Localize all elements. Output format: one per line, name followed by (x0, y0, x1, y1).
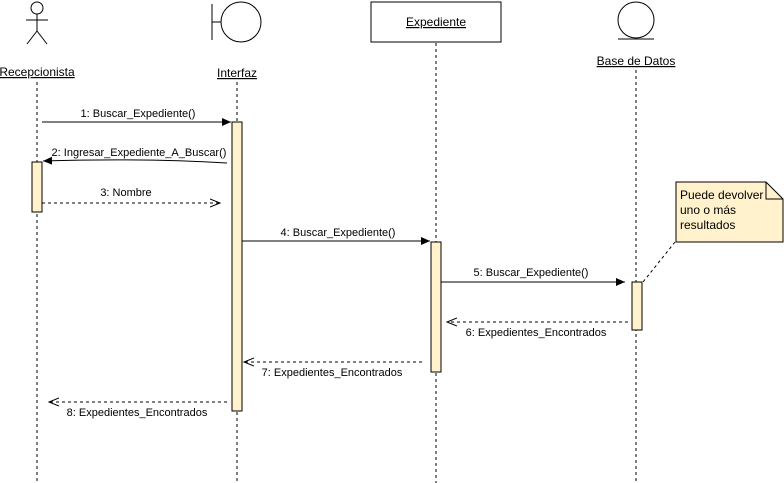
boundary-icon (211, 1, 262, 43)
participant-expediente: Expediente (406, 15, 466, 29)
note-line-3: resultados (680, 218, 735, 232)
message-1-label: 1: Buscar_Expediente() (81, 108, 196, 120)
participant-base-datos: Base de Datos (597, 54, 676, 68)
activation-base-datos (631, 281, 643, 331)
entity-icon (617, 1, 655, 40)
activation-recepcionista (31, 161, 43, 213)
participant-interfaz: Interfaz (217, 66, 257, 80)
note-connector (642, 241, 676, 283)
activation-interfaz (231, 121, 243, 412)
message-4-label: 4: Buscar_Expediente() (281, 227, 396, 239)
message-3-label: 3: Nombre (100, 187, 151, 199)
activation-expediente (430, 241, 442, 373)
actor-icon (26, 1, 48, 45)
note-line-1: Puede devolver (680, 188, 763, 202)
message-2-label: 2: Ingresar_Expediente_A_Buscar() (52, 147, 227, 159)
note-box (675, 181, 784, 243)
note-line-2: uno o más (680, 203, 736, 217)
message-8-label: 8: Expedientes_Encontrados (67, 407, 208, 419)
message-5-label: 5: Buscar_Expediente() (474, 267, 589, 279)
note-fold (765, 182, 783, 200)
message-2-arrow (42, 156, 228, 165)
participant-recepcionista: Recepcionista (0, 65, 75, 79)
participant-box-expediente (370, 1, 502, 43)
message-6-label: 6: Expedientes_Encontrados (466, 327, 607, 339)
message-7-label: 7: Expedientes_Encontrados (262, 367, 403, 379)
